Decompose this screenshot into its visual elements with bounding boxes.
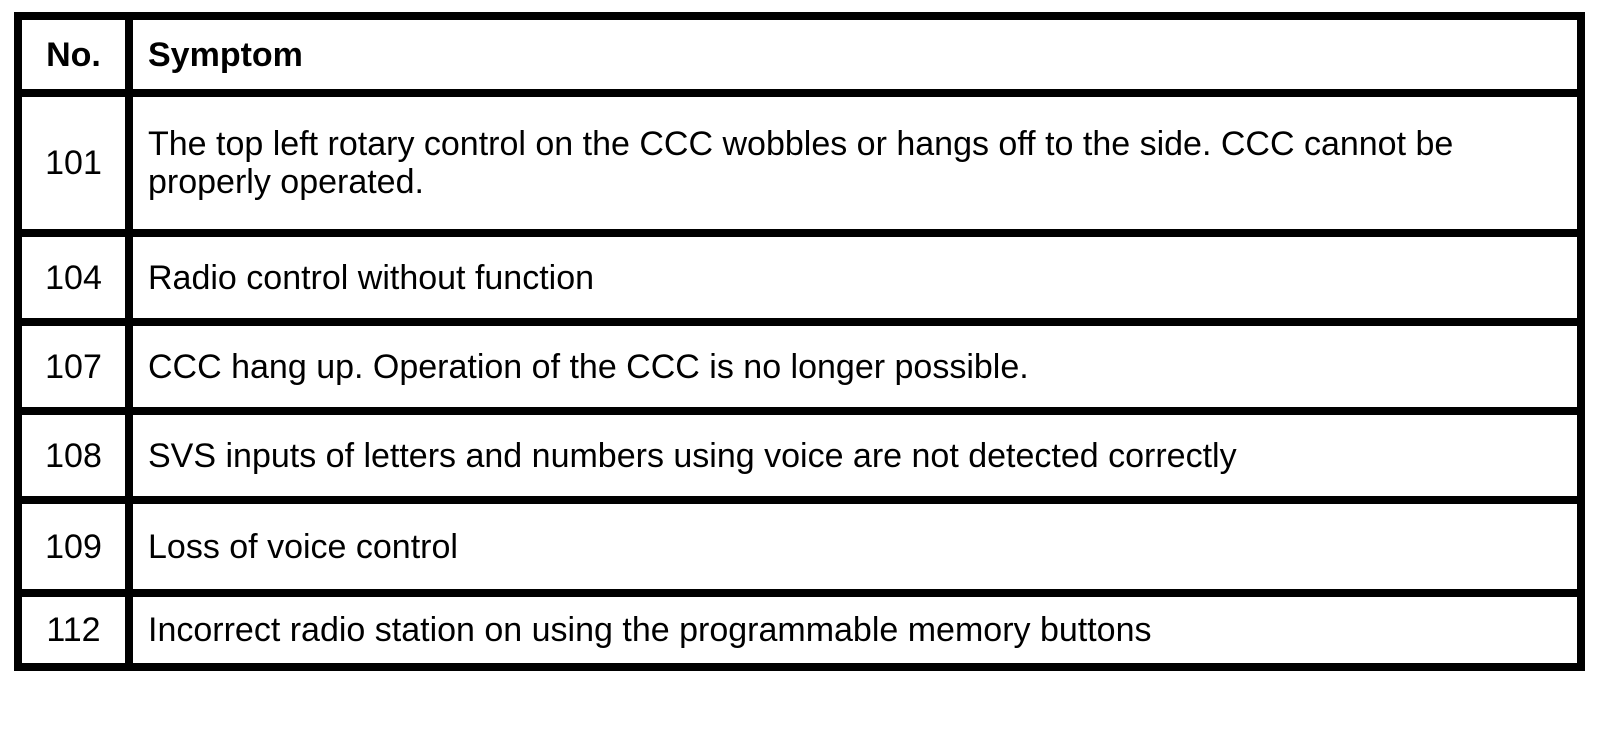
row-symptom-cell: SVS inputs of letters and numbers using … — [125, 407, 1585, 504]
row-no-cell: 109 — [14, 496, 133, 597]
table-row: 101 The top left rotary control on the C… — [14, 89, 1585, 237]
table-header-row: No. Symptom — [14, 12, 1585, 97]
row-no-cell: 101 — [14, 89, 133, 237]
row-symptom-cell: Loss of voice control — [125, 496, 1585, 597]
row-no-cell: 107 — [14, 318, 133, 415]
row-symptom-cell: CCC hang up. Operation of the CCC is no … — [125, 318, 1585, 415]
table-row: 109 Loss of voice control — [14, 496, 1585, 597]
table-row: 107 CCC hang up. Operation of the CCC is… — [14, 318, 1585, 415]
column-header-symptom: Symptom — [125, 12, 1585, 97]
row-no-cell: 108 — [14, 407, 133, 504]
row-no-cell: 104 — [14, 229, 133, 326]
row-symptom-cell: Incorrect radio station on using the pro… — [125, 589, 1585, 671]
symptom-table-container: No. Symptom 101 The top left rotary cont… — [14, 12, 1585, 671]
symptom-table: No. Symptom 101 The top left rotary cont… — [14, 12, 1585, 671]
table-row: 104 Radio control without function — [14, 229, 1585, 326]
row-symptom-cell: The top left rotary control on the CCC w… — [125, 89, 1585, 237]
table-row: 112 Incorrect radio station on using the… — [14, 589, 1585, 671]
row-symptom-cell: Radio control without function — [125, 229, 1585, 326]
table-row: 108 SVS inputs of letters and numbers us… — [14, 407, 1585, 504]
row-no-cell: 112 — [14, 589, 133, 671]
column-header-no: No. — [14, 12, 133, 97]
